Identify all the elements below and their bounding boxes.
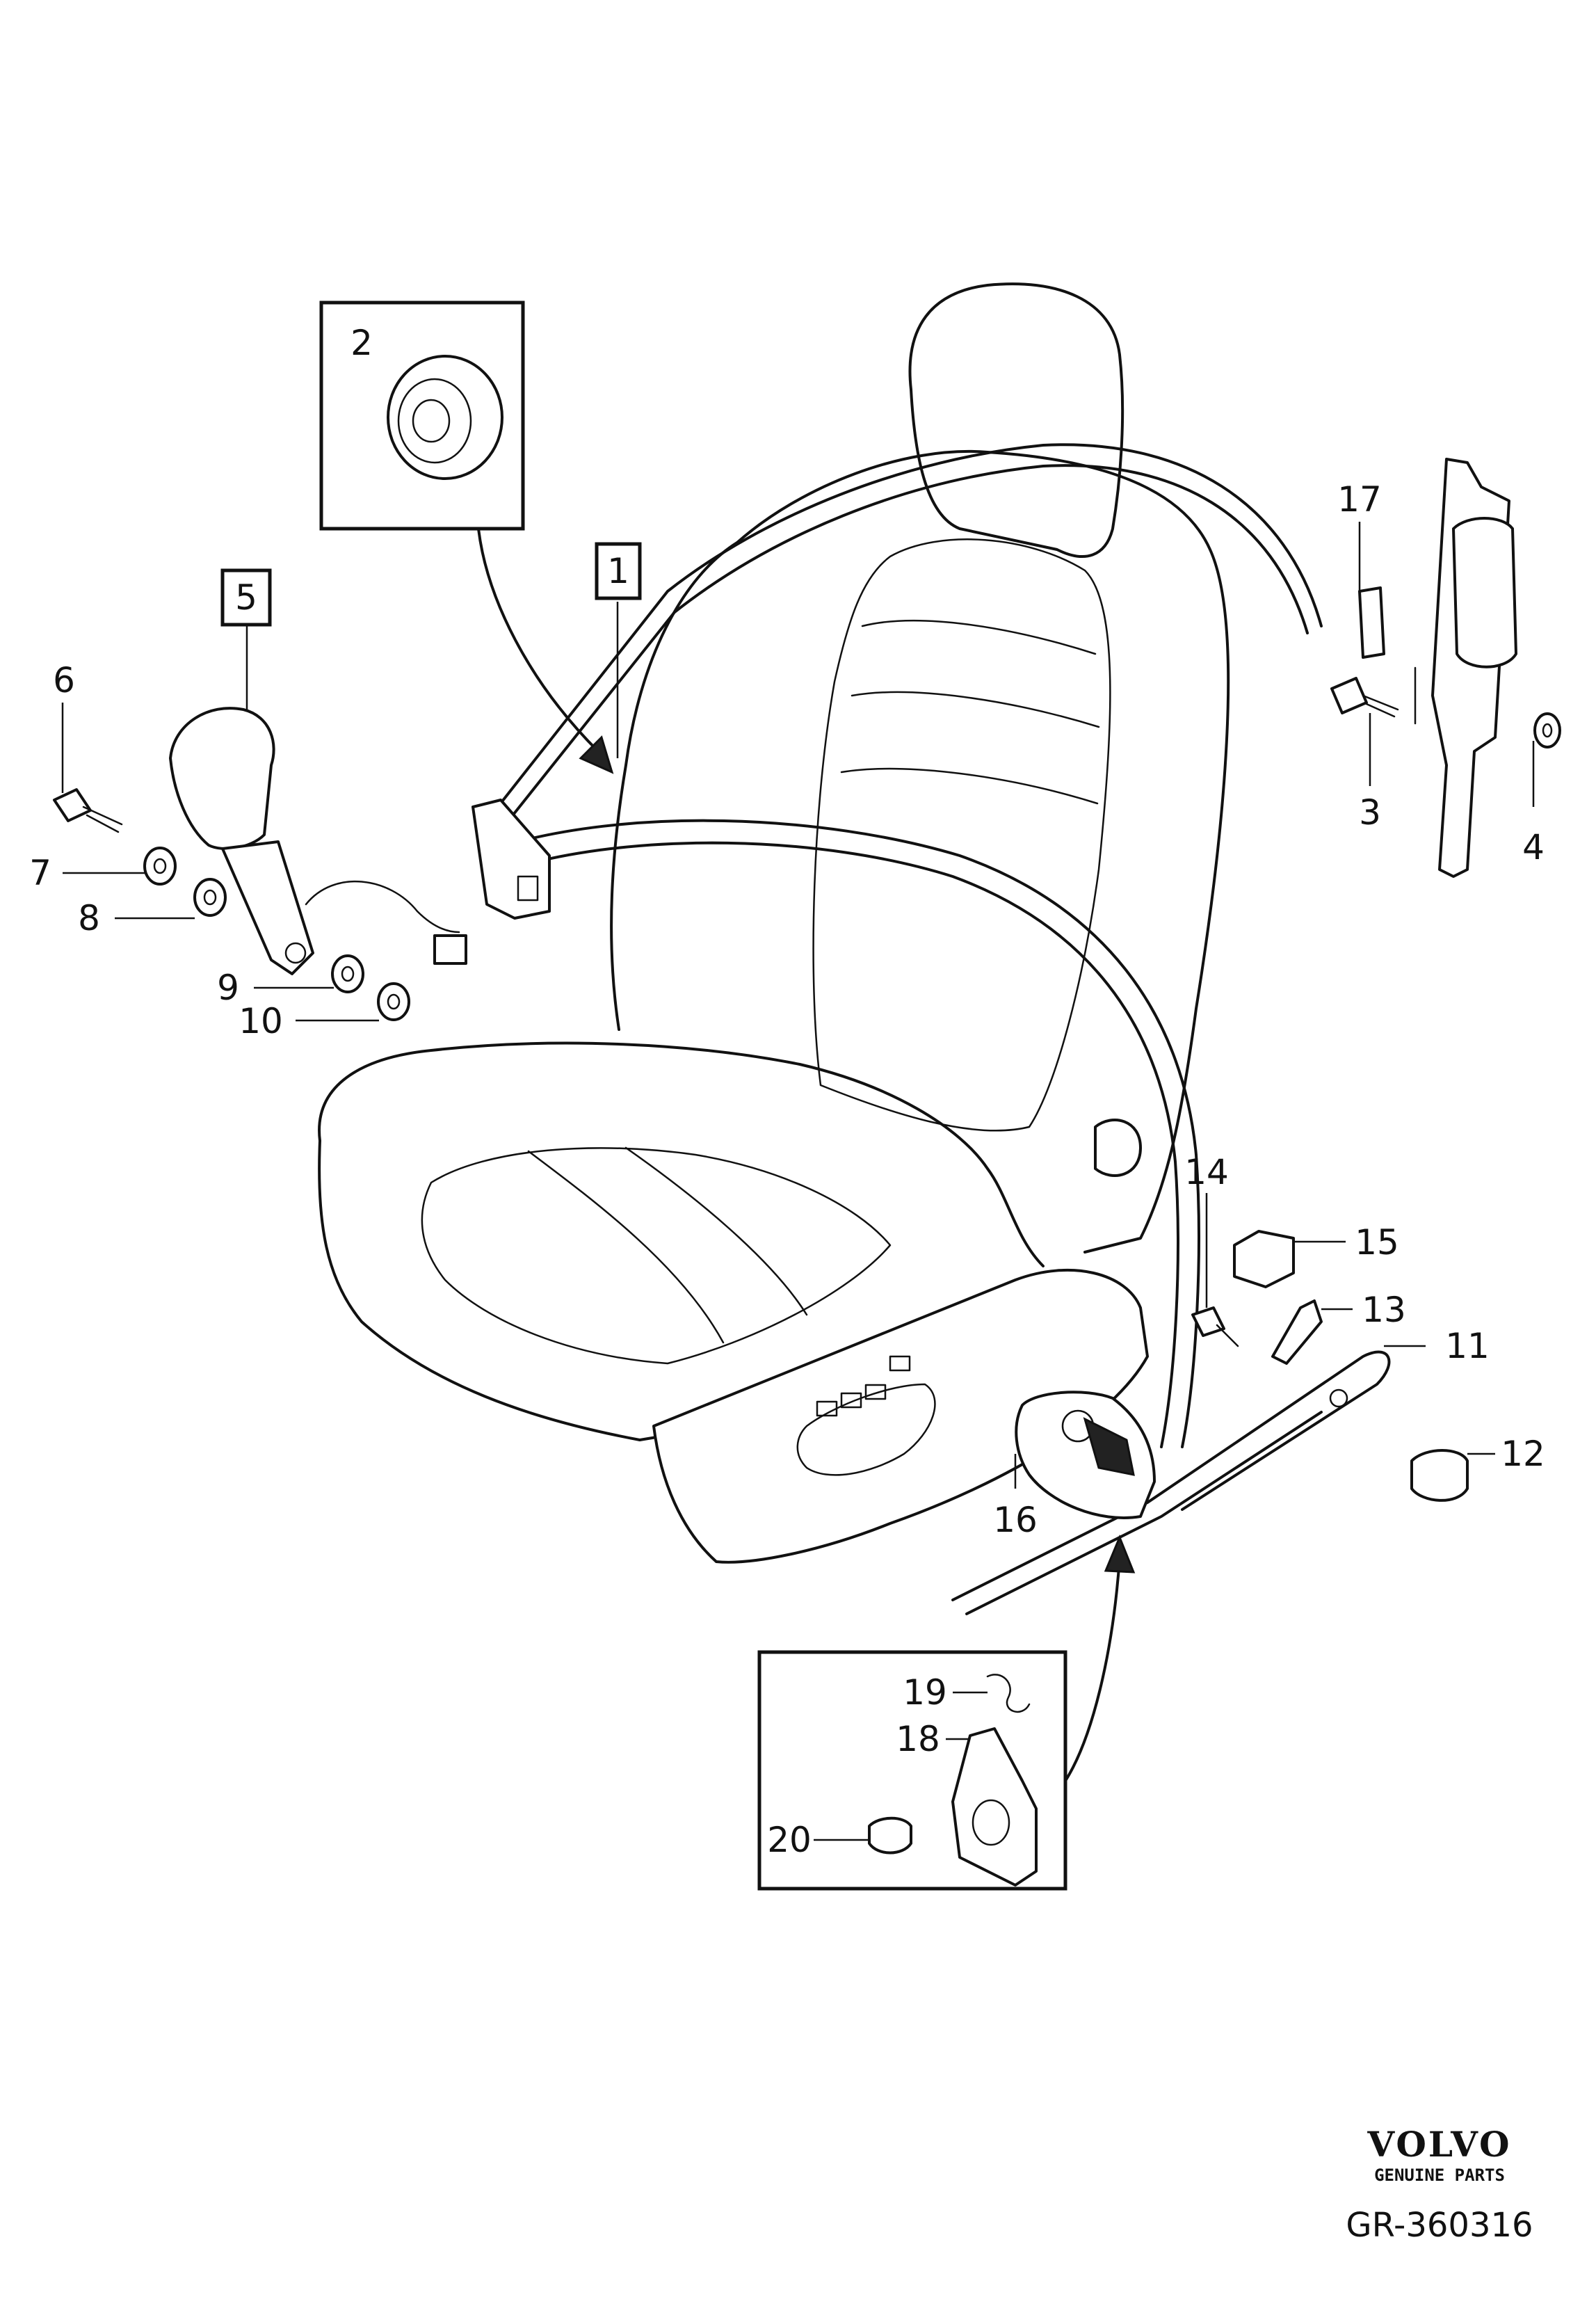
seat-adjust-switches — [816, 1355, 911, 1417]
part-5-buckle — [169, 707, 467, 975]
callout-11: 11 — [1445, 1326, 1490, 1366]
callout-10: 10 — [239, 1001, 283, 1041]
callout-14: 14 — [1184, 1152, 1229, 1192]
callout-17: 17 — [1337, 479, 1382, 520]
seat-belt-webbing — [471, 443, 1323, 1448]
callout-2: 2 — [350, 323, 373, 363]
callout-13: 13 — [1362, 1290, 1406, 1330]
part-16-height-adjuster — [1015, 1391, 1156, 1519]
detail-box-parts-18-20 — [757, 1535, 1136, 1891]
callout-6: 6 — [53, 660, 75, 700]
callout-15: 15 — [1355, 1222, 1399, 1263]
callout-19: 19 — [903, 1672, 947, 1713]
callout-box-1 — [595, 542, 642, 600]
callout-9: 9 — [217, 968, 239, 1008]
callout-1: 1 — [607, 551, 629, 591]
washers-7-8-9-10 — [143, 847, 410, 1021]
leader-lines — [61, 522, 1535, 1841]
volvo-logo: VOLVO GENUINE PARTS — [1367, 2124, 1511, 2185]
part-6-bolt — [53, 788, 123, 833]
detail-box-part-2 — [319, 301, 614, 774]
callout-20: 20 — [767, 1820, 812, 1860]
callout-3: 3 — [1359, 792, 1381, 833]
callout-18: 18 — [896, 1719, 940, 1759]
seat-illustration — [318, 282, 1230, 1564]
callout-12: 12 — [1501, 1434, 1545, 1474]
callout-5: 5 — [235, 577, 257, 618]
part-11-guide-rod — [951, 1350, 1391, 1615]
small-parts-12-15 — [1191, 1230, 1469, 1502]
callout-numbers: 1 2 3 4 5 6 7 8 9 10 11 12 13 14 15 16 1… — [29, 323, 1545, 1860]
logo-subtitle: GENUINE PARTS — [1374, 2165, 1505, 2185]
logo-brand: VOLVO — [1367, 2124, 1511, 2165]
callout-16: 16 — [993, 1500, 1038, 1540]
callout-box-5 — [220, 568, 272, 627]
retractor-assembly — [1330, 458, 1561, 878]
reference-number: GR-360316 — [1346, 2206, 1533, 2245]
callout-8: 8 — [78, 898, 100, 938]
callout-4: 4 — [1522, 827, 1545, 867]
callout-7: 7 — [29, 853, 51, 893]
